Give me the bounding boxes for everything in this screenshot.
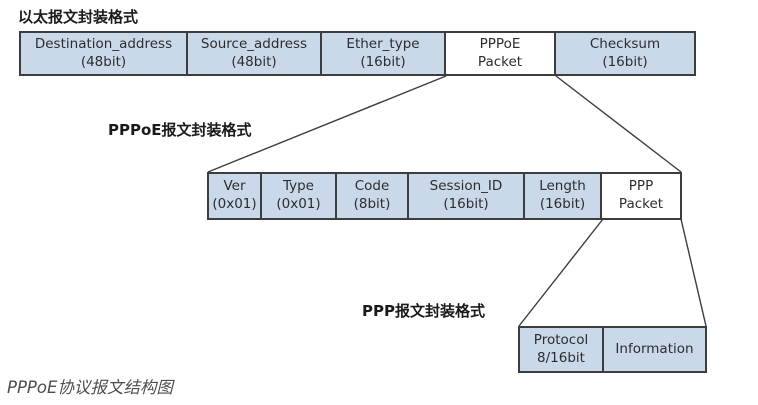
field-name: Source_address <box>200 35 308 52</box>
pppoe-format-title: PPPoE报文封装格式 <box>108 121 252 139</box>
field-size: (0x01) <box>276 196 321 212</box>
field-type: Type (0x01) <box>260 172 337 220</box>
field-name: Destination_address <box>34 35 173 52</box>
field-name: Ver <box>223 178 246 195</box>
field-source-address: Source_address (48bit) <box>186 31 322 76</box>
field-size: 8/16bit <box>537 349 585 366</box>
figure-caption: PPPoE协议报文结构图 <box>7 378 173 397</box>
field-name: Protocol <box>533 331 589 348</box>
field-name: Ether_type <box>346 35 420 52</box>
connector-ppp-left <box>518 218 604 327</box>
field-name: Checksum <box>589 35 661 52</box>
field-name: PPP <box>628 178 654 195</box>
connector-pppoe-right <box>555 75 682 173</box>
field-name: Information <box>615 340 694 357</box>
field-length: Length (16bit) <box>523 172 602 220</box>
field-ether-type: Ether_type (16bit) <box>320 31 446 76</box>
field-pppoe-packet: PPPoE Packet <box>444 31 556 76</box>
field-name: PPPoE <box>479 35 521 52</box>
field-size: (48bit) <box>231 53 277 70</box>
ethernet-format-title: 以太报文封装格式 <box>18 8 139 26</box>
field-size: (16bit) <box>443 196 489 212</box>
field-name: Code <box>354 178 390 195</box>
field-ppp-packet: PPP Packet <box>600 172 682 220</box>
field-size: (0x01) <box>212 196 257 212</box>
ppp-format-title: PPP报文封装格式 <box>362 302 485 320</box>
field-size: (8bit) <box>353 196 391 212</box>
field-destination-address: Destination_address (48bit) <box>19 31 188 76</box>
field-session-id: Session_ID (16bit) <box>407 172 525 220</box>
field-name: Length <box>539 178 586 195</box>
field-protocol: Protocol 8/16bit <box>518 326 604 373</box>
field-checksum: Checksum (16bit) <box>554 31 696 76</box>
connector-ppp-right <box>680 218 707 327</box>
field-size: (16bit) <box>602 53 648 70</box>
pppoe-packet-row: Ver (0x01) Type (0x01) Code (8bit) Sessi… <box>207 172 682 220</box>
field-name: Type <box>282 178 314 195</box>
ethernet-frame-row: Destination_address (48bit) Source_addre… <box>19 31 696 76</box>
field-size: (16bit) <box>539 196 586 212</box>
ppp-packet-row: Protocol 8/16bit Information <box>518 326 707 373</box>
field-name: Session_ID <box>429 178 503 195</box>
field-code: Code (8bit) <box>335 172 409 220</box>
field-ver: Ver (0x01) <box>207 172 262 220</box>
field-size: Packet <box>477 53 523 70</box>
field-size: (16bit) <box>360 53 406 70</box>
field-size: (48bit) <box>80 53 127 70</box>
field-information: Information <box>602 326 707 373</box>
field-size: Packet <box>618 196 664 212</box>
